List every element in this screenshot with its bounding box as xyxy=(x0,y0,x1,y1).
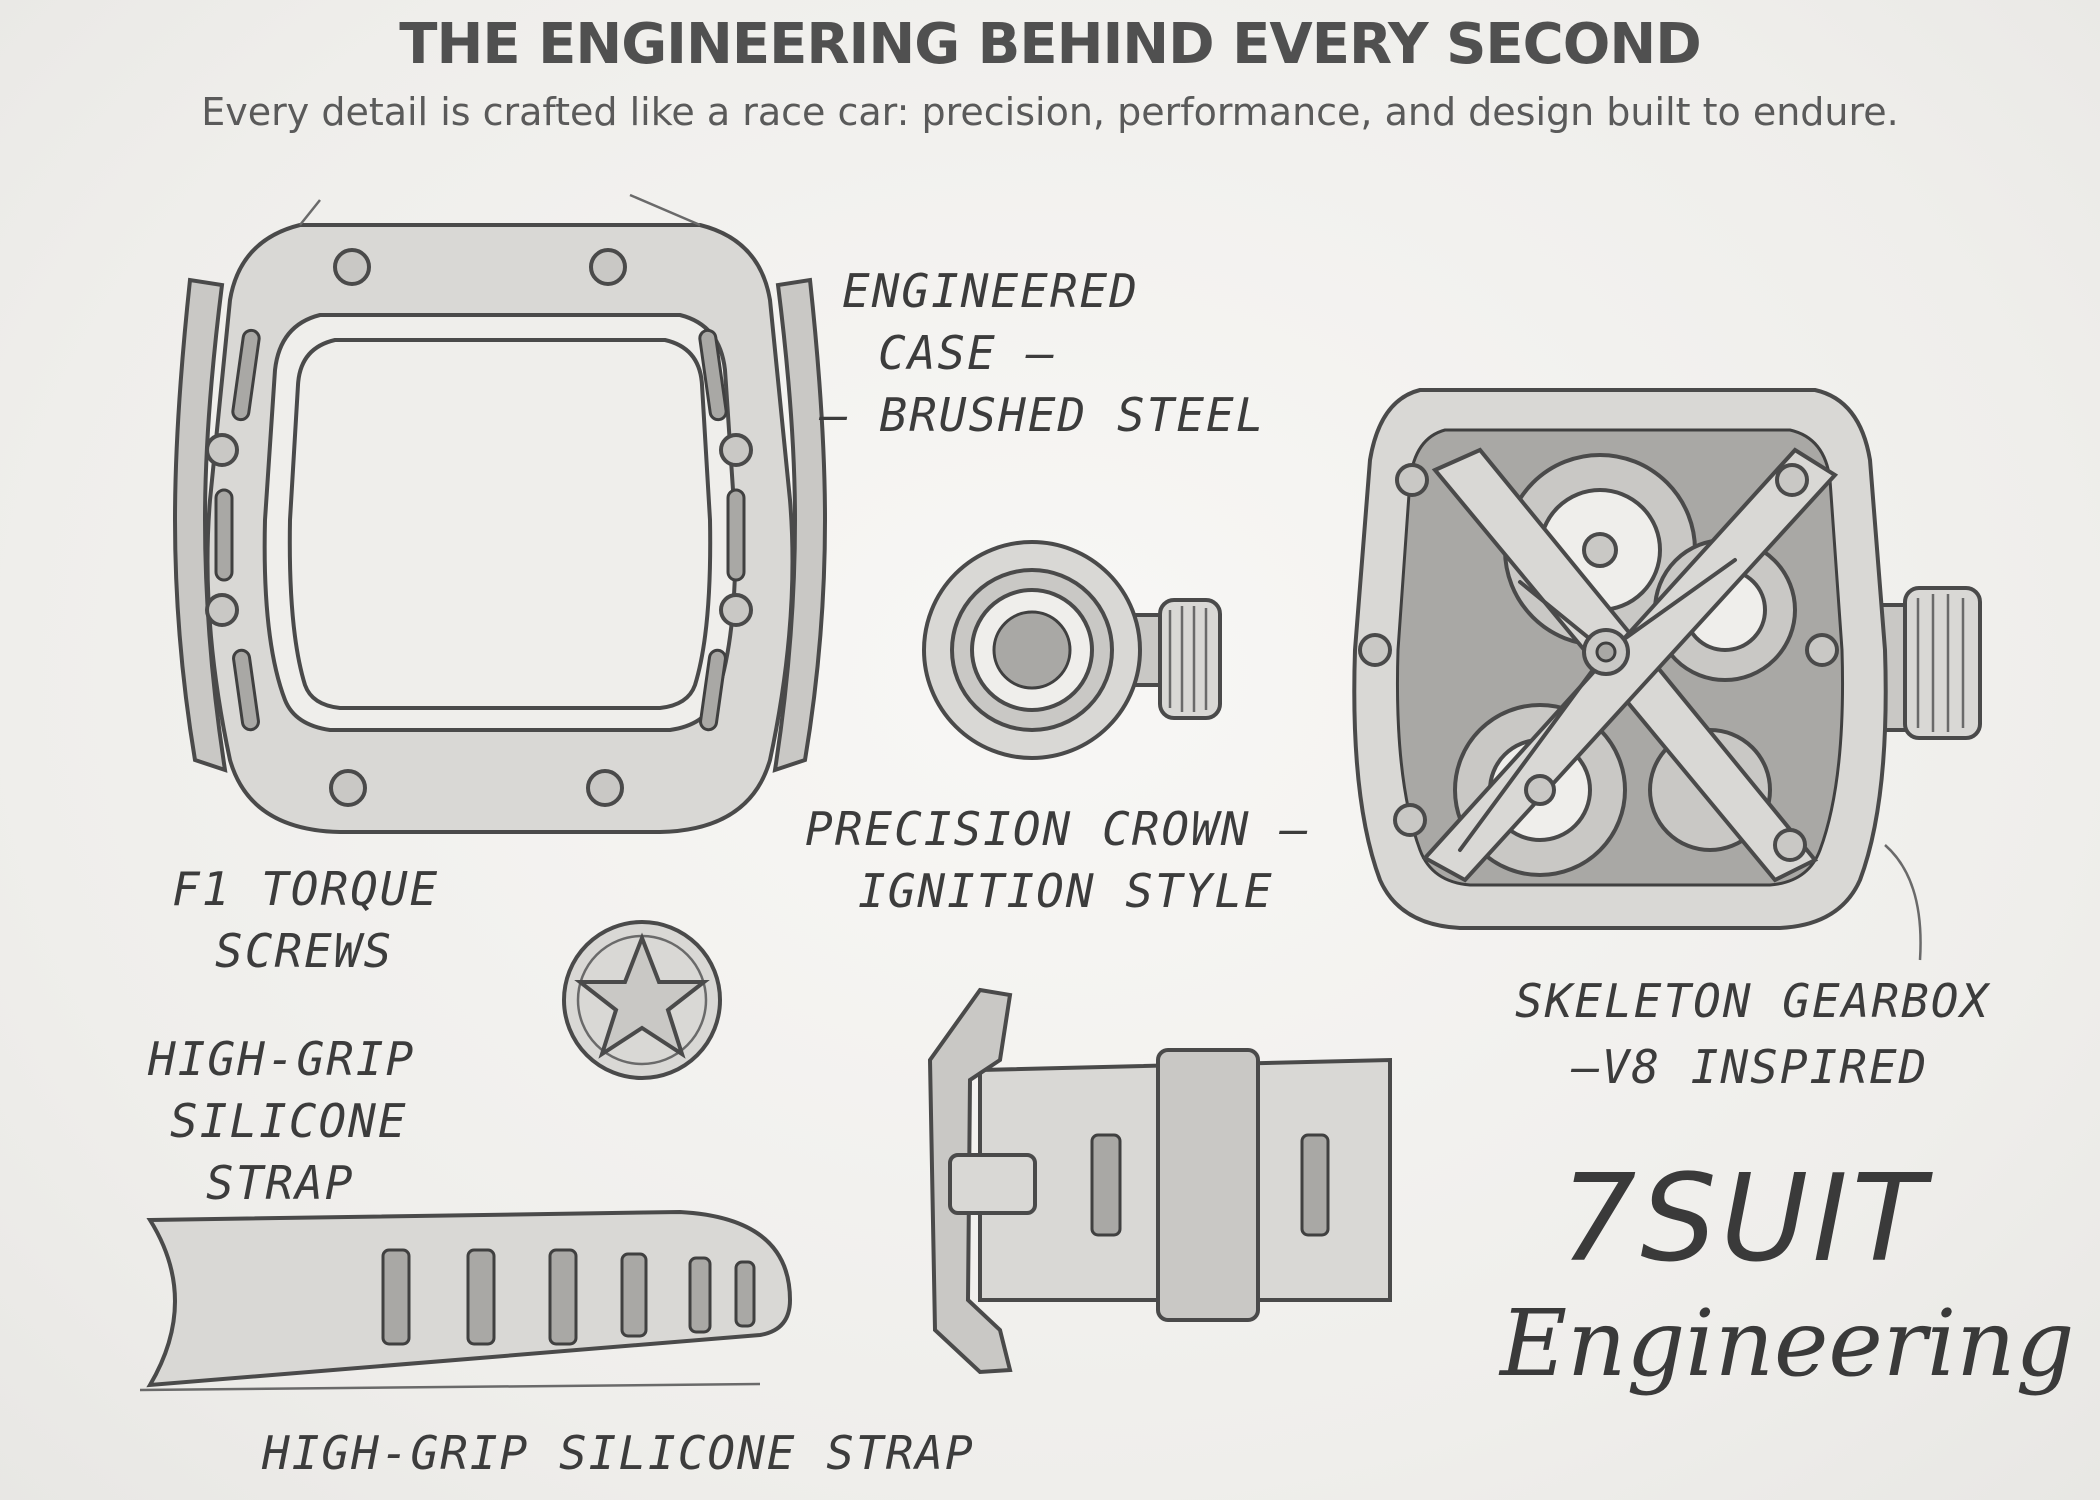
label-case-line3: – BRUSHED STEEL xyxy=(820,388,1266,442)
buckle-strap-sketch xyxy=(927,987,1392,1375)
label-strap-side-line1: HIGH-GRIP xyxy=(148,1032,416,1086)
label-screws-line2: SCREWS xyxy=(215,924,394,978)
label-crown-line1: PRECISION CROWN – xyxy=(805,802,1310,856)
label-crown-line2: IGNITION STYLE xyxy=(858,864,1274,918)
crown-sketch xyxy=(922,540,1222,760)
label-case-line2: CASE – xyxy=(878,326,1057,380)
brand-tagline: Engineering xyxy=(1500,1290,2075,1397)
page-title: THE ENGINEERING BEHIND EVERY SECOND xyxy=(399,12,1701,77)
page-subtitle: Every detail is crafted like a race car:… xyxy=(201,90,1899,134)
brand-name: 7SUIT xyxy=(1560,1150,1930,1289)
silicone-strap-sketch xyxy=(139,1209,793,1392)
label-strap-side-line2: SILICONE xyxy=(170,1094,408,1148)
watch-case-sketch xyxy=(172,193,828,834)
torque-screw-sketch xyxy=(562,920,722,1080)
skeleton-watch-sketch xyxy=(1352,388,1982,961)
label-gearbox-line1: SKELETON GEARBOX xyxy=(1515,974,1991,1028)
label-screws-line1: F1 TORQUE xyxy=(172,862,440,916)
label-case-line1: ENGINEERED xyxy=(842,264,1139,318)
label-strap-bottom: HIGH-GRIP SILICONE STRAP xyxy=(262,1426,975,1480)
label-strap-side-line3: STRAP xyxy=(206,1156,355,1210)
label-gearbox-line2: –V8 INSPIRED xyxy=(1572,1040,1929,1094)
